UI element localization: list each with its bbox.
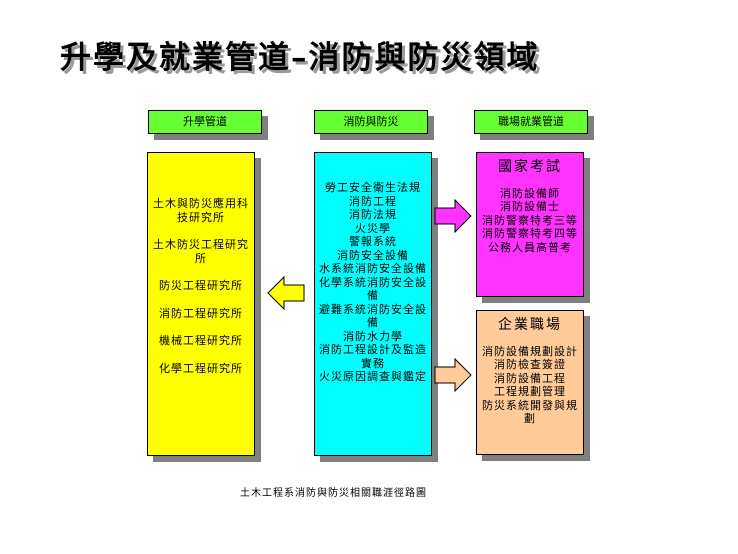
national-exam-box: 國家考試 消防設備師消防設備士消防警察特考三等消防警察特考四等公務人員高普考 [476, 152, 584, 297]
list-item: 火災學 [355, 221, 391, 235]
national-exam-title: 國家考試 [498, 159, 562, 175]
header-career-path: 職場就業管道 [474, 110, 588, 134]
list-item: 防災工程研究所 [159, 279, 243, 292]
header-fire-disaster-prevention: 消防與防災 [314, 110, 428, 134]
list-item: 消防設備工程 [494, 371, 566, 385]
list-item: 消防警察特考三等 [482, 213, 578, 227]
right-arrow-icon [434, 357, 472, 393]
list-item: 消防工程 [349, 194, 397, 208]
courses-box: 勞工安全衛生法規消防工程消防法規火災學警報系統消防安全設備水系統消防安全設備化學… [314, 152, 432, 456]
list-item: 消防設備士 [500, 200, 560, 213]
list-item: 消防安全設備 [337, 248, 409, 262]
list-item: 消防設備規劃設計 [482, 344, 578, 358]
list-item: 公務人員高普考 [488, 240, 572, 254]
list-item: 消防檢查簽證 [494, 358, 566, 371]
list-item: 工程規劃管理 [494, 385, 566, 398]
list-item: 土木防災工程研究所 [153, 238, 249, 265]
enterprise-box: 企業職場 消防設備規劃設計消防檢查簽證消防設備工程工程規劃管理防災系統開發與規劃 [476, 310, 584, 455]
list-item: 消防設備師 [500, 186, 560, 200]
list-item: 水系統消防安全設備 [319, 262, 427, 275]
list-item: 消防工程研究所 [159, 306, 243, 320]
graduate-schools-box: 土木與防災應用科技研究所土木防災工程研究所防災工程研究所消防工程研究所機械工程研… [147, 152, 255, 456]
national-exam-list: 消防設備師消防設備士消防警察特考三等消防警察特考四等公務人員高普考 [477, 187, 583, 255]
list-item: 土木與防災應用科技研究所 [153, 197, 249, 224]
graduate-schools-list: 土木與防災應用科技研究所土木防災工程研究所防災工程研究所消防工程研究所機械工程研… [148, 197, 254, 375]
list-item: 消防法規 [349, 208, 397, 221]
list-item: 避難系統消防安全設備 [319, 302, 427, 330]
left-arrow-icon [267, 275, 305, 311]
list-item: 消防警察特考四等 [482, 227, 578, 240]
courses-list: 勞工安全衛生法規消防工程消防法規火災學警報系統消防安全設備水系統消防安全設備化學… [315, 181, 431, 384]
enterprise-title: 企業職場 [498, 317, 562, 333]
right-arrow-icon [434, 198, 472, 234]
list-item: 消防水力學 [343, 329, 403, 343]
list-item: 化學工程研究所 [159, 361, 243, 375]
page-title: 升學及就業管道–消防與防災領域 [60, 40, 540, 76]
list-item: 消防工程設計及監造實務 [319, 343, 427, 370]
list-item: 警報系統 [349, 235, 397, 248]
list-item: 機械工程研究所 [159, 334, 243, 347]
diagram-caption: 土木工程系消防與防災相關職涯徑路圖 [240, 488, 427, 499]
list-item: 勞工安全衛生法規 [325, 181, 421, 194]
enterprise-list: 消防設備規劃設計消防檢查簽證消防設備工程工程規劃管理防災系統開發與規劃 [477, 345, 583, 426]
list-item: 火災原因調查與鑑定 [319, 370, 427, 383]
list-item: 化學系統消防安全設備 [319, 275, 427, 303]
list-item: 防災系統開發與規劃 [482, 398, 578, 426]
header-further-study: 升學管道 [148, 110, 262, 134]
